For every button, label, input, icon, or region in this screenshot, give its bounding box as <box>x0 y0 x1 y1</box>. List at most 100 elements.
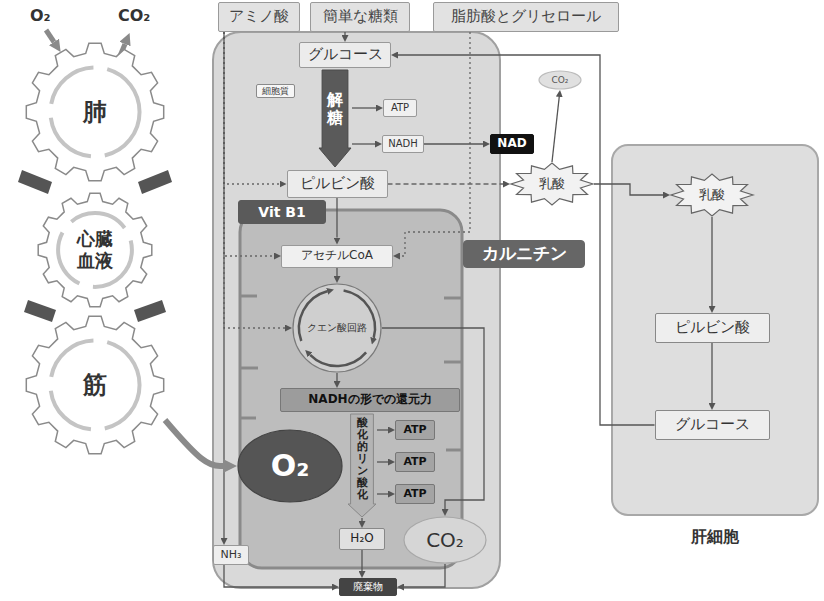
glucose-box: グルコース <box>655 410 770 440</box>
flow-arrow <box>352 107 376 108</box>
box-label: 脂肪酸とグリセロール <box>451 8 601 25</box>
box-label: カルニチン <box>482 244 567 264</box>
input-box: アミノ酸 <box>218 2 300 32</box>
waste-box: 廃棄物 <box>339 578 397 596</box>
flow-arrow <box>404 564 445 587</box>
gas-label: O₂ <box>30 6 51 25</box>
burst-shape <box>511 163 593 205</box>
flow-arrow <box>336 268 337 277</box>
flow-arrow <box>711 343 712 403</box>
arrow-shape <box>348 414 376 517</box>
flow-arrow <box>377 493 388 494</box>
flow-arrow <box>223 32 224 538</box>
flow-arrow <box>377 461 388 462</box>
ammonia-box: NH₃ <box>213 545 249 565</box>
box-label: NAD <box>497 137 526 151</box>
flow-arrow <box>382 328 484 509</box>
box-label: 廃棄物 <box>353 581 383 593</box>
cell-grounds <box>213 32 818 588</box>
box-label: 解糖 <box>327 91 343 126</box>
gear-ring <box>58 213 132 287</box>
box-label: O₂ <box>271 451 310 481</box>
flow-arrow <box>224 565 332 587</box>
carnitine-box: カルニチン <box>463 240 585 268</box>
box-label: 肺 <box>83 100 107 124</box>
box-label: ATP <box>403 488 426 501</box>
flow-arrow <box>552 97 559 162</box>
box-label: アミノ酸 <box>229 8 289 25</box>
box-label: 血液 <box>77 250 113 272</box>
flow-arrow <box>594 184 663 195</box>
pyruvate-box: ピルビン酸 <box>655 313 770 343</box>
flow-arrow <box>224 32 285 328</box>
flow-arrow <box>336 373 337 381</box>
flow-arrow <box>388 183 504 184</box>
box-label: 乳酸 <box>539 177 565 192</box>
arrow-shape <box>319 70 351 167</box>
citric-cycle: クエン酸回路 <box>292 283 382 373</box>
flow-arrow <box>361 518 362 521</box>
lung-gear: 肺 <box>25 42 165 182</box>
box-label: ATP <box>391 102 409 114</box>
box-label: NH₃ <box>221 549 242 562</box>
gas-label: CO₂ <box>118 6 150 25</box>
glycolysis-arrow: 解糖 <box>318 70 352 168</box>
flow-arrow <box>344 32 345 35</box>
gear-ring <box>50 340 139 429</box>
flow-arrow <box>377 429 388 430</box>
box-label: 肝細胞 <box>691 528 739 546</box>
liver-cell: 肝細胞乳酸ピルビン酸グルコース <box>612 145 818 515</box>
input-box: 簡単な糖類 <box>310 2 410 32</box>
box-label: H₂O <box>350 532 373 546</box>
burst-shape <box>671 174 753 216</box>
box-label: ピルビン酸 <box>675 319 750 336</box>
acetyl-coa-box: アセチルCoA <box>281 245 393 268</box>
pyruvate-box: ピルビン酸 <box>287 170 388 198</box>
box-label: 細胞質 <box>256 84 295 98</box>
gear-links <box>18 170 172 322</box>
box-label: ピルビン酸 <box>300 175 375 192</box>
gas-ellipse: CO₂ <box>538 70 582 90</box>
input-box: 脂肪酸とグリセロール <box>433 2 619 32</box>
ellipse-shape <box>404 517 486 563</box>
gear-shape <box>38 193 152 307</box>
atp-box: ATP <box>395 484 435 504</box>
box-label: 乳酸 <box>699 188 725 203</box>
flow-arrow <box>361 550 362 571</box>
box-label: 簡単な糖類 <box>323 8 398 25</box>
ellipse-shape <box>293 284 381 372</box>
mitochondrion-outline <box>240 210 462 568</box>
muscle-cell: 細胞質 グルコース解糖 ATP NADH ピルビン酸 Vit B1 アセチルCoA クエン酸回… <box>213 32 500 588</box>
gas-ellipse: CO₂ <box>403 516 487 564</box>
lactate-burst: 乳酸 <box>510 162 594 206</box>
flow-arrow <box>224 32 280 184</box>
box-label: NADH <box>388 138 418 150</box>
lactate-burst: 乳酸 <box>670 173 754 217</box>
ellipse-shape <box>539 71 581 89</box>
box-label: ATP <box>403 424 426 437</box>
cycle-arrow <box>310 352 366 366</box>
cycle-arrow <box>299 291 327 341</box>
box-label: 筋 <box>83 373 107 397</box>
oxygen-ellipse: O₂ <box>237 429 343 503</box>
box-label: NADHの形での還元力 <box>308 393 431 407</box>
box-label: グルコース <box>308 46 383 63</box>
box-label: CO₂ <box>426 529 464 552</box>
atp-box: ATP <box>395 452 435 472</box>
glucose-box: グルコース <box>299 42 391 68</box>
box-label: グルコース <box>675 416 750 433</box>
atp-box: ATP <box>395 420 435 440</box>
heart-gear: 心臓血液 <box>37 192 153 308</box>
flow-arrow <box>165 420 223 466</box>
box-label: Vit B1 <box>258 204 305 220</box>
reducing-band: NADHの形での還元力 <box>280 388 460 412</box>
flow-arrow <box>398 55 655 425</box>
flow-arrow <box>352 143 375 144</box>
flow-arrow <box>711 217 712 306</box>
gear-shape <box>26 43 163 180</box>
box-label: 酸化的リン酸化 <box>357 417 368 502</box>
muscle-gear: 筋 <box>25 315 165 455</box>
mitochondrion <box>240 210 462 568</box>
